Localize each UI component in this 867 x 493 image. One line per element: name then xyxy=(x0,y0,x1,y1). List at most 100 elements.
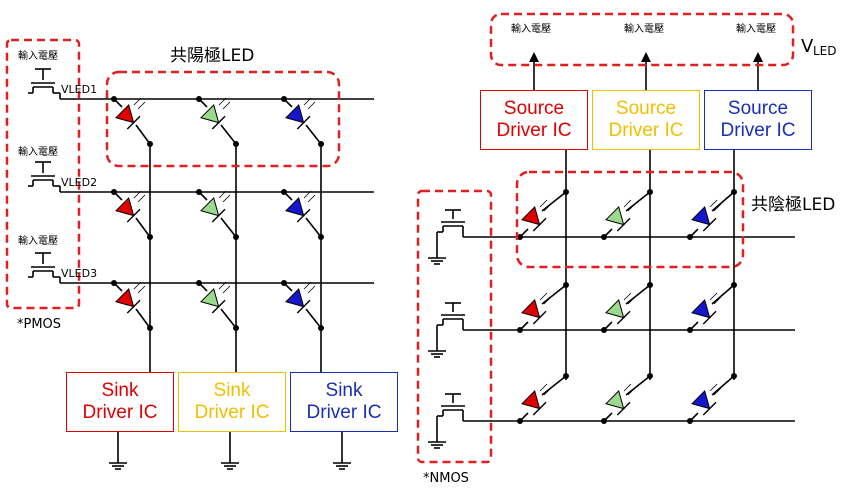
vled1-label: VLED1 xyxy=(61,83,98,96)
led-right-2-0-emission-0 xyxy=(539,383,548,392)
led-right-0-0-emission-1 xyxy=(543,203,552,212)
led-right-2-0 xyxy=(521,390,547,416)
sink-driver-ic-blue: Sink Driver IC xyxy=(290,372,398,432)
led-left-0-0-emission-1 xyxy=(137,101,146,110)
led-left-2-1 xyxy=(200,288,226,314)
led-left-2-1-cathode-lead xyxy=(220,308,237,329)
led-left-2-0-emission-0 xyxy=(133,281,142,290)
led-right-1-2-emission-0 xyxy=(709,292,718,301)
junction-right-col-1-0 xyxy=(563,282,569,288)
junction-right-col-0-1 xyxy=(647,189,653,195)
vled-supply-subscript: LED xyxy=(813,44,837,58)
junction-right-col-2-2 xyxy=(731,373,737,379)
junction-right-row-2-1 xyxy=(601,418,607,424)
source-driver-red-line1: Source xyxy=(503,98,565,119)
led-right-0-1 xyxy=(605,206,631,232)
led-right-0-0 xyxy=(521,206,547,232)
led-right-0-2-anode-lead xyxy=(711,191,735,212)
junction-left-row-2-0 xyxy=(111,280,117,286)
source-driver-yellow-line1: Source xyxy=(615,98,677,119)
junction-left-row-0-0 xyxy=(111,96,117,102)
led-right-2-1-emission-1 xyxy=(627,387,636,396)
led-right-2-2-emission-1 xyxy=(713,387,722,396)
right-input-voltage-label-3: 輸入電壓 xyxy=(736,24,776,35)
led-right-1-2-anode-lead xyxy=(711,284,735,305)
common-anode-highlight-box xyxy=(105,70,341,168)
nmos-highlight-box xyxy=(416,189,493,464)
led-left-1-2 xyxy=(285,197,311,223)
led-right-1-1 xyxy=(605,299,631,325)
led-right-1-0 xyxy=(521,299,547,325)
sink-driver-red-line2: Driver IC xyxy=(82,402,158,423)
junction-right-col-0-0 xyxy=(563,189,569,195)
junction-right-row-1-0 xyxy=(517,327,523,333)
right-input-voltage-label-2: 輸入電壓 xyxy=(624,24,664,35)
led-right-2-1 xyxy=(605,390,631,416)
led-right-1-1-emission-1 xyxy=(627,296,636,305)
led-right-2-0-emission-1 xyxy=(543,387,552,396)
vled2-label: VLED2 xyxy=(61,176,98,189)
led-right-2-2 xyxy=(691,390,717,416)
led-right-1-1-anode-lead xyxy=(625,284,651,305)
led-left-0-1-emission-0 xyxy=(218,97,227,106)
source-driver-blue-line2: Driver IC xyxy=(720,120,796,141)
led-right-0-2 xyxy=(691,206,717,232)
led-left-2-0 xyxy=(115,288,141,314)
junction-right-row-1-2 xyxy=(687,327,693,333)
led-right-0-0-emission-0 xyxy=(539,199,548,208)
led-left-2-1-emission-1 xyxy=(222,285,231,294)
junction-right-col-2-1 xyxy=(647,373,653,379)
sink-driver-blue-line2: Driver IC xyxy=(306,402,382,423)
junction-left-row-0-2 xyxy=(281,96,287,102)
led-left-0-2-emission-0 xyxy=(303,97,312,106)
junction-right-row-1-1 xyxy=(601,327,607,333)
junction-left-row-0-1 xyxy=(196,96,202,102)
left-input-voltage-label-1: 輸入電壓 xyxy=(18,51,58,62)
led-right-1-2 xyxy=(691,299,717,325)
common-cathode-highlight-box xyxy=(515,170,745,269)
junction-right-row-2-0 xyxy=(517,418,523,424)
common-anode-label: 共陽極LED xyxy=(170,46,255,66)
vled-arrowhead-2 xyxy=(753,52,763,62)
pmos-highlight-box xyxy=(5,38,81,310)
sink-driver-yellow-line2: Driver IC xyxy=(194,402,270,423)
sink-driver-blue-line1: Sink xyxy=(325,380,363,401)
led-left-1-0-emission-1 xyxy=(137,194,146,203)
led-right-2-2-emission-0 xyxy=(709,383,718,392)
junction-left-row-2-1 xyxy=(196,280,202,286)
led-left-0-0 xyxy=(115,104,141,130)
led-left-0-2 xyxy=(285,104,311,130)
led-left-0-0-cathode-lead xyxy=(135,124,151,145)
led-right-1-0-emission-1 xyxy=(543,296,552,305)
led-left-0-0-emission-0 xyxy=(133,97,142,106)
pmos-label: *PMOS xyxy=(17,317,62,332)
led-right-0-1-emission-1 xyxy=(627,203,636,212)
led-left-0-1 xyxy=(200,104,226,130)
junction-left-row-2-2 xyxy=(281,280,287,286)
vled-arrowhead-1 xyxy=(641,52,651,62)
vled-arrowhead-0 xyxy=(529,52,539,62)
led-right-0-0-anode-lead xyxy=(541,191,567,212)
led-right-2-1-emission-0 xyxy=(623,383,632,392)
led-right-1-0-emission-0 xyxy=(539,292,548,301)
sink-driver-ic-red: Sink Driver IC xyxy=(66,372,174,432)
led-right-0-2-emission-0 xyxy=(709,199,718,208)
led-right-1-1-emission-0 xyxy=(623,292,632,301)
sink-driver-yellow-line1: Sink xyxy=(213,380,251,401)
junction-right-col-1-1 xyxy=(647,282,653,288)
source-driver-yellow-line2: Driver IC xyxy=(608,120,684,141)
led-right-0-2-emission-1 xyxy=(713,203,722,212)
led-right-2-0-anode-lead xyxy=(541,375,567,396)
right-input-voltage-label-1: 輸入電壓 xyxy=(511,24,551,35)
led-left-2-0-emission-1 xyxy=(137,285,146,294)
vled3-label: VLED3 xyxy=(61,267,98,280)
junction-right-row-0-0 xyxy=(517,234,523,240)
vled-supply-label: V xyxy=(801,36,814,57)
led-left-0-2-emission-1 xyxy=(307,101,316,110)
junction-right-col-2-0 xyxy=(563,373,569,379)
led-right-2-1-anode-lead xyxy=(625,375,651,396)
common-cathode-label: 共陰極LED xyxy=(751,195,836,215)
led-left-1-2-cathode-lead xyxy=(305,217,322,238)
